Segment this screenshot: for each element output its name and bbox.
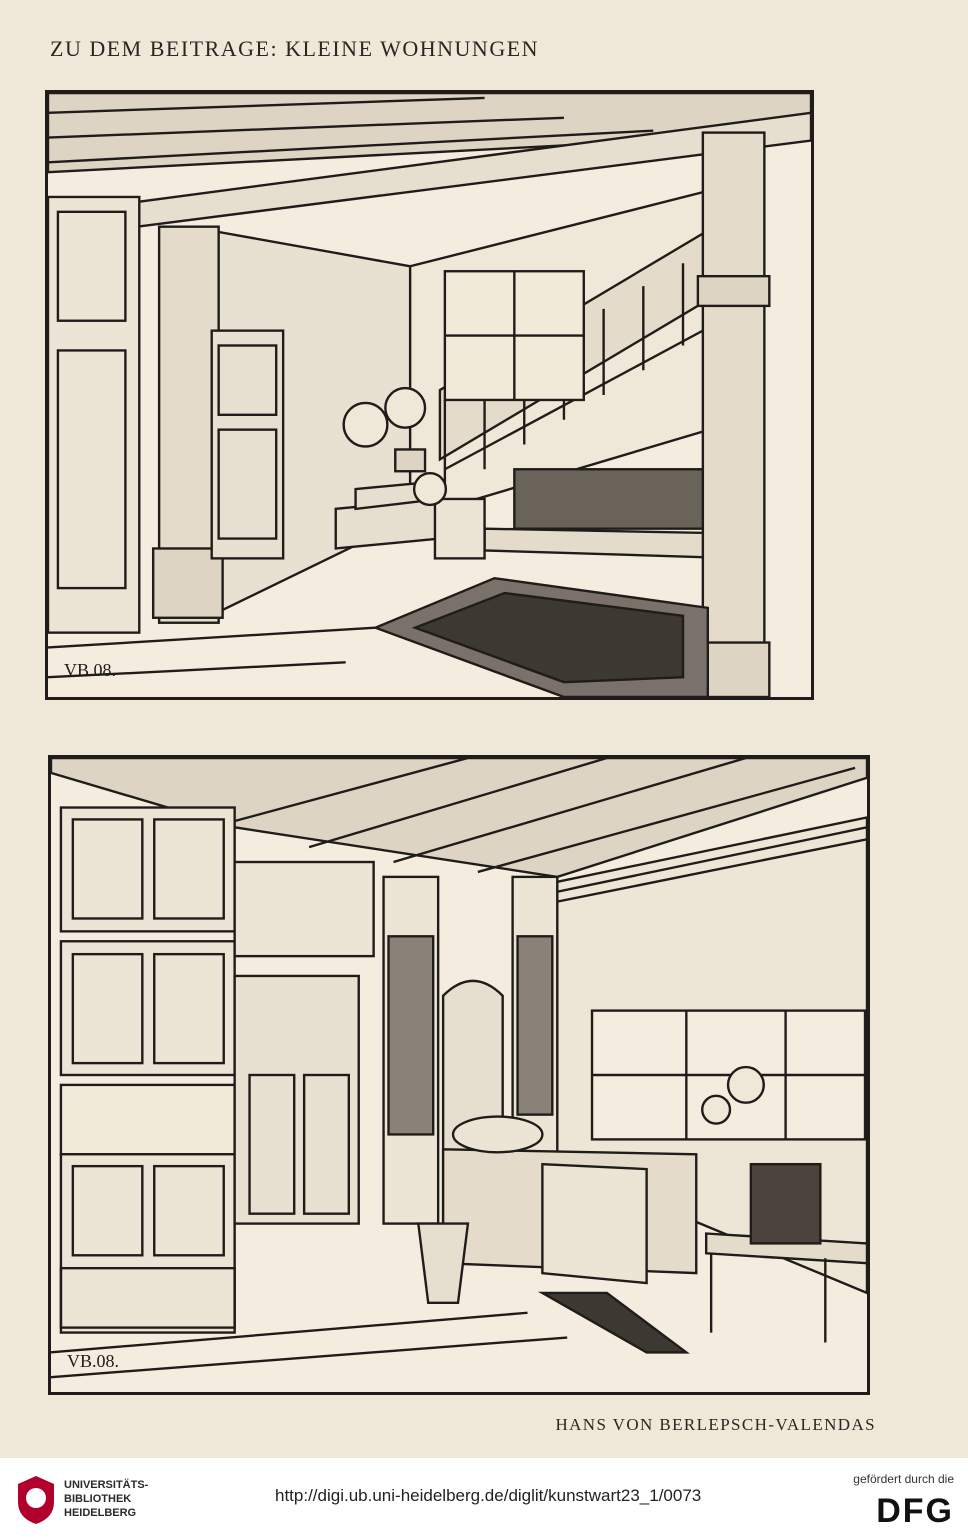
page-title: ZU DEM BEITRAGE: KLEINE WOHNUNGEN	[50, 36, 540, 61]
source-url-link[interactable]: http://digi.ub.uni-heidelberg.de/diglit/…	[275, 1486, 702, 1505]
artist-monogram: VB.08.	[64, 660, 117, 680]
artist-monogram: VB.08.	[67, 1351, 120, 1371]
artist-credit: HANS VON BERLEPSCH-VALENDAS	[555, 1415, 876, 1434]
university-seal-icon	[18, 1476, 54, 1524]
institution-name: UNIVERSITÄTS- BIBLIOTHEK HEIDELBERG	[64, 1479, 149, 1519]
illustration-hall-staircase: VB.08.	[45, 90, 814, 700]
illustration-study-room: VB.08.	[48, 755, 870, 1395]
funding-note: gefördert durch die	[853, 1472, 954, 1486]
study-drawing	[51, 758, 867, 1379]
dfg-logo: DFG	[876, 1492, 954, 1530]
hall-drawing	[48, 93, 811, 697]
footer-bar: UNIVERSITÄTS- BIBLIOTHEK HEIDELBERG http…	[0, 1458, 968, 1539]
